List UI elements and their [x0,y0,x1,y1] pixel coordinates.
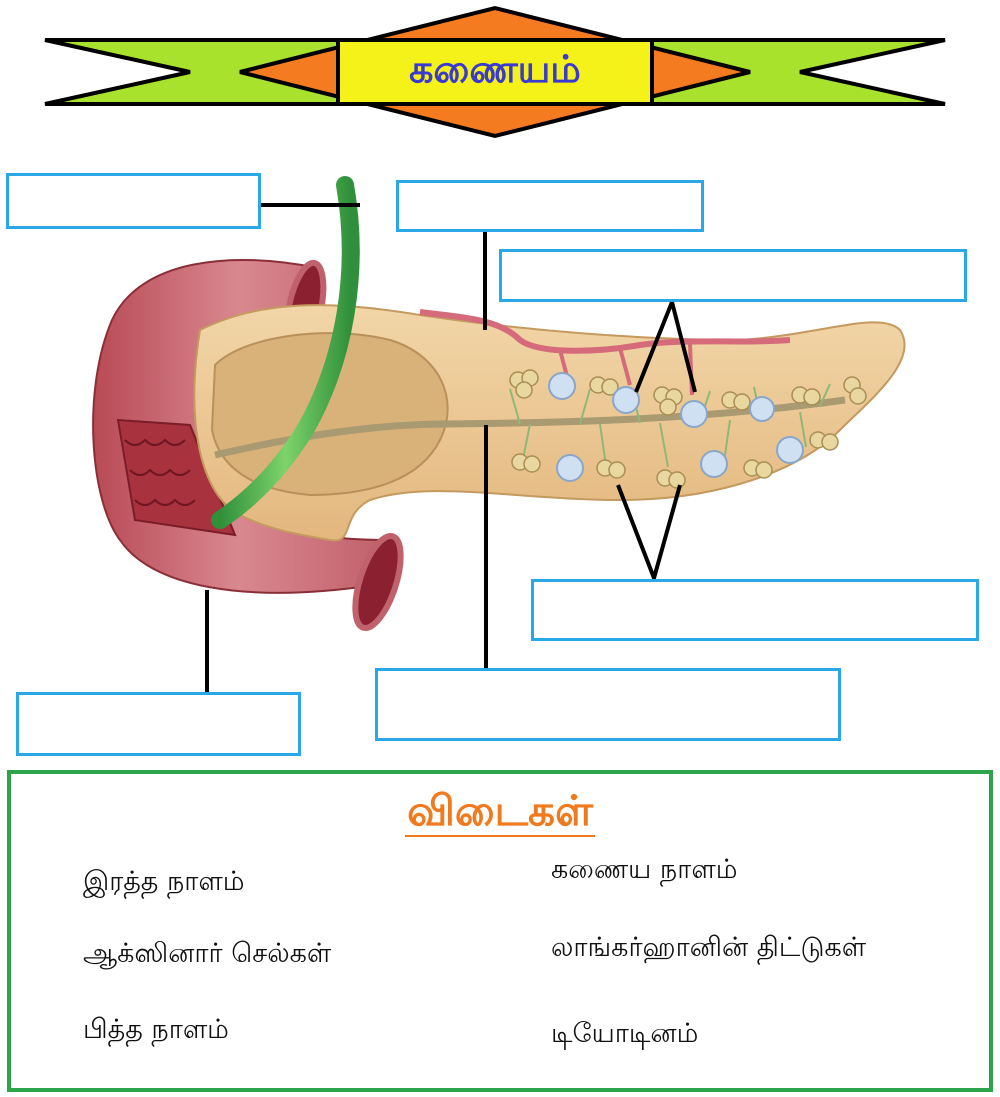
pancreas-diagram [92,176,906,692]
label-box-bile-duct[interactable] [6,173,261,229]
islets-of-langerhans [548,372,804,482]
label-box-acinar-cells[interactable] [531,579,979,641]
title-banner [44,5,946,139]
acinar-clusters [509,369,867,489]
answer-blood-vessel[interactable]: இரத்த நாளம் [83,866,245,897]
answer-pancreatic-duct[interactable]: கணைய நாளம் [551,854,738,885]
answers-heading-text: விடைகள் [405,786,595,837]
page-title: கணையம் [409,47,581,91]
answer-islets[interactable]: லாங்கர்ஹானின் திட்டுகள் [551,932,867,963]
answers-heading: விடைகள் [11,786,989,841]
title-plate [336,38,654,106]
label-box-duodenum[interactable] [16,692,301,756]
answer-bile-duct[interactable]: பித்த நாளம் [83,1014,229,1045]
label-box-islets[interactable] [499,249,967,302]
answer-acinar-cells[interactable]: ஆக்ஸினார் செல்கள் [83,938,332,969]
duodenum-lower-opening [352,533,404,631]
pointer-lines [205,203,697,692]
answer-duodenum[interactable]: டியோடினம் [551,1018,699,1049]
duodenum-folds [124,438,196,506]
answers-panel: விடைகள் இரத்த நாளம் ஆக்ஸினார் செல்கள் பி… [7,770,993,1092]
label-box-pancreatic-duct[interactable] [375,668,841,741]
bile-duct [211,176,360,529]
label-box-blood-vessel[interactable] [396,180,704,232]
duodenum-inner-wall [116,418,237,537]
